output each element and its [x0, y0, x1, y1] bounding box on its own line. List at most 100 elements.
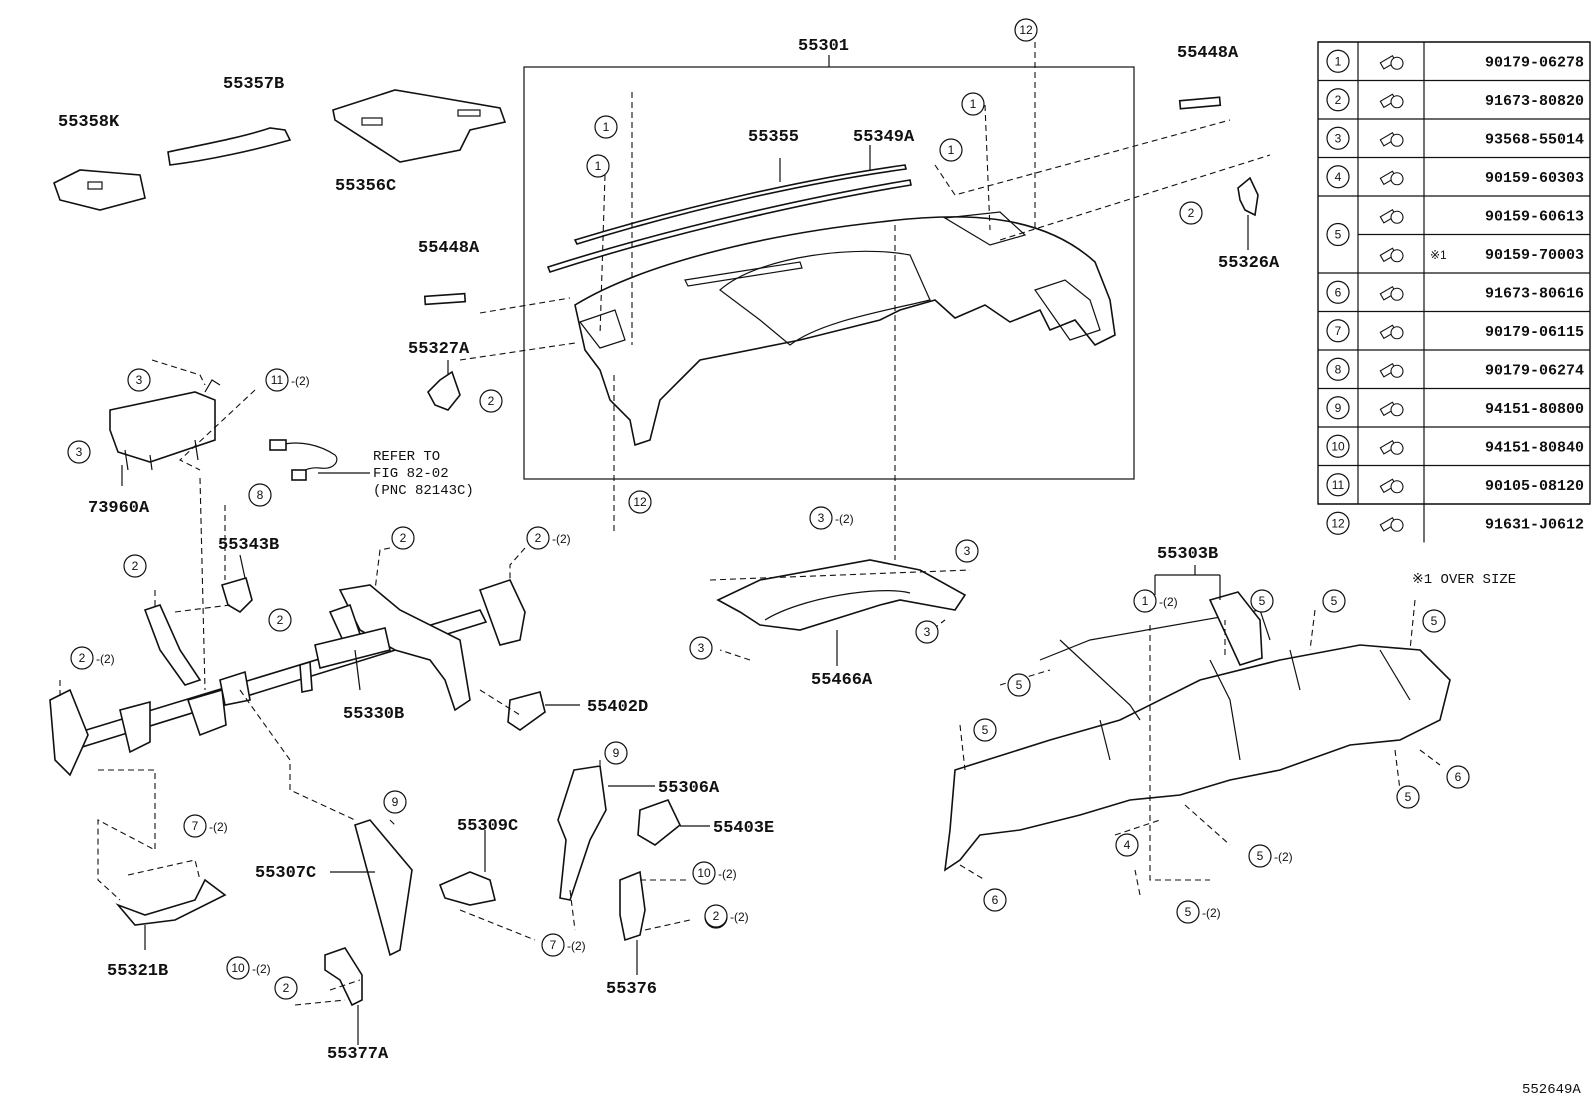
callout-number: 3	[818, 511, 825, 525]
callout-number: 4	[1124, 838, 1131, 852]
label-55306A: 55306A	[658, 779, 720, 798]
reinforcement-55303B	[943, 591, 1451, 872]
callout-3: 3 -(2)	[809, 506, 854, 530]
callout-qty: -(2)	[835, 512, 854, 526]
fastener-part-number: 90159-70003	[1485, 247, 1584, 264]
callout-5: 5	[1422, 609, 1446, 633]
callout-number: 2	[535, 531, 542, 545]
label-55301: 55301	[798, 37, 849, 56]
label-55402D: 55402D	[587, 698, 648, 717]
instrument-panel-upper	[574, 211, 1116, 447]
label-55355: 55355	[748, 128, 799, 147]
fastener-number-circle	[1326, 165, 1350, 189]
callout-8: 8	[248, 483, 272, 507]
fastener-number-circle	[1326, 126, 1350, 150]
callout-6: 6	[1446, 765, 1470, 789]
callout-7: 7-(2)	[541, 933, 586, 957]
bolt-icon	[1379, 170, 1404, 186]
fastener-number-circle	[1326, 511, 1350, 535]
callout-2: 2	[274, 976, 298, 1000]
bolt-icon	[1379, 401, 1404, 417]
fastener-part-number: 94151-80800	[1485, 401, 1584, 418]
fastener-number-circle	[1326, 396, 1350, 420]
fastener-part-number: 93568-55014	[1485, 131, 1584, 148]
label-55448A-top: 55448A	[1177, 44, 1239, 63]
label-55358K: 55358K	[58, 113, 120, 132]
callout-number: 9	[392, 795, 399, 809]
bracket-55309C	[438, 871, 496, 906]
callout-number: 7	[550, 938, 557, 952]
fastener-number: 2	[1335, 93, 1342, 107]
callout-5: 5-(2)	[1176, 900, 1221, 924]
fastener-part-number: 91631-J0612	[1485, 516, 1584, 533]
part-labels: 55301 55357B 55358K 55356C 55355 55349A …	[58, 37, 1280, 1064]
callout-5: 5-(2)	[1248, 844, 1293, 868]
svg-text:REFER TO: REFER TO	[373, 449, 440, 465]
callout-number: 1	[948, 143, 955, 157]
label-55356C: 55356C	[335, 177, 396, 196]
fastener-row: 9 94151-80800	[1318, 387, 1590, 427]
label-55448A-mid: 55448A	[418, 239, 480, 258]
trim-strip-55349A	[546, 179, 912, 273]
label-55403E: 55403E	[713, 819, 774, 838]
fastener-number: 7	[1335, 324, 1342, 338]
callout-number: 7	[192, 819, 199, 833]
callout-number: 3	[136, 373, 143, 387]
callout-number: 12	[633, 495, 647, 509]
callout-10: 10 -(2)	[692, 861, 737, 885]
callout-1: 1	[961, 92, 985, 116]
fastener-part-number: 90179-06278	[1485, 54, 1584, 71]
callout-qty: -(2)	[291, 374, 310, 388]
callout-qty: -(2)	[96, 652, 115, 666]
oversize-footnote: ※1 OVER SIZE	[1412, 572, 1516, 588]
callout-5: 5	[973, 718, 997, 742]
callout-number: 1	[970, 97, 977, 111]
label-55357B: 55357B	[223, 75, 284, 94]
callout-number: 11	[271, 373, 284, 387]
callout-number: 10	[697, 866, 711, 880]
fastener-number-circle	[1326, 49, 1350, 73]
callout-number: 9	[613, 746, 620, 760]
pad-55356C	[332, 89, 507, 163]
fastener-part-number: 90105-08120	[1485, 478, 1584, 495]
fastener-number-circle	[1326, 280, 1350, 304]
callout-3: 3	[127, 368, 151, 392]
fastener-note: ※1	[1430, 248, 1447, 262]
callout-number: 2	[283, 981, 290, 995]
label-55321B: 55321B	[107, 962, 168, 981]
callout-1: 1	[939, 138, 963, 162]
callout-3: 3	[67, 440, 91, 464]
bolt-icon	[1379, 132, 1404, 147]
bolt-icon	[1379, 478, 1404, 494]
dashed-leaders	[59, 42, 1441, 1006]
callout-qty: -(2)	[1274, 850, 1293, 864]
label-73960A: 73960A	[88, 499, 150, 518]
callout-number: 3	[698, 641, 705, 655]
bracket-55403E	[637, 799, 681, 846]
brace-55307C	[354, 819, 413, 957]
trim-strip-55355	[573, 164, 907, 245]
callout-2: 2-(2)	[704, 904, 749, 928]
callout-10: 10-(2)	[226, 956, 271, 980]
fastener-number-circle	[1326, 434, 1350, 458]
callout-number: 8	[257, 488, 264, 502]
callout-qty: -(2)	[718, 867, 737, 881]
spacer-55448A-top	[1178, 96, 1222, 110]
callout-number: 3	[964, 544, 971, 558]
label-55307C: 55307C	[255, 864, 316, 883]
bolt-icon	[1379, 517, 1404, 532]
label-55377A: 55377A	[327, 1045, 389, 1064]
callout-number: 5	[1185, 905, 1192, 919]
callout-2: 2	[123, 554, 147, 578]
label-55309C: 55309C	[457, 817, 518, 836]
fastener-number: 9	[1335, 401, 1342, 415]
callout-number: 2	[1188, 206, 1195, 220]
